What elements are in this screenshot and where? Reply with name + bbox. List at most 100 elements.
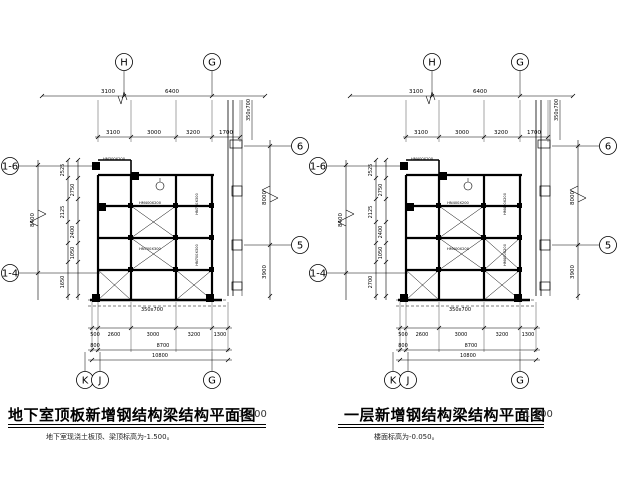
beam-label-concrete: 350x700 — [141, 307, 163, 313]
dim-text-bottom-3: 10800 — [152, 353, 168, 359]
break-mark — [261, 189, 279, 199]
beam-label-concrete: 350x700 — [449, 307, 471, 313]
steel-column — [206, 294, 214, 302]
dimension-tick — [75, 196, 81, 202]
dim-text-top-1-b: 6400 — [473, 89, 487, 95]
grid-bubble-bottom-1-label: K — [82, 376, 89, 387]
grid-bubble-bottom-2-bubble — [91, 371, 109, 389]
dim-text-right-outer-a: 8000 — [262, 191, 268, 205]
dim-text-bottom-1-d: 3200 — [188, 332, 201, 338]
dim-text-top-2-c: 3200 — [186, 130, 200, 136]
grid-bubble-right-2-bubble — [599, 236, 617, 254]
beam-label-5: HM400X200 — [503, 243, 507, 266]
dimension-tick — [343, 162, 349, 168]
dimension-tick — [383, 196, 389, 202]
dimension-tick — [209, 93, 215, 99]
dim-text-left-inner-c: 2125 — [368, 206, 374, 219]
dim-text-right-inner: 350x700 — [554, 99, 560, 121]
dim-text-left-inner-a: 2525 — [60, 164, 66, 177]
break-mark — [123, 91, 128, 101]
plan-1-scale: 1:100 — [238, 409, 267, 420]
steel-bracing — [483, 237, 521, 271]
dim-text-left-inner-d: 2400 — [378, 226, 384, 239]
steel-column-small — [128, 203, 133, 208]
plan-1-title-underline-2 — [8, 427, 266, 428]
beam-label-5: HN700X300 — [195, 244, 199, 266]
dim-text-bottom-1-d: 3200 — [496, 332, 509, 338]
grid-bubble-left-1-bubble — [1, 157, 19, 175]
grid-bubble-bottom-3-label: G — [208, 376, 216, 387]
break-mark — [337, 213, 355, 223]
beam-label-3: HM400X200 — [503, 192, 507, 215]
grid-bubble-right-1-bubble — [599, 137, 617, 155]
steel-bracing — [130, 205, 177, 239]
dim-text-top-2-b: 3000 — [455, 130, 469, 136]
dimension-tick — [262, 93, 268, 99]
dimension-tick — [373, 240, 379, 246]
steel-bracing — [438, 237, 485, 271]
grid-bubble-right-2-label: 5 — [605, 241, 611, 252]
grid-bubble-left-2-bubble — [1, 264, 19, 282]
plan-2-scale: 1:100 — [524, 409, 553, 420]
dim-text-left-outer: 8400 — [30, 213, 36, 227]
dimension-tick — [383, 157, 389, 163]
grid-bubble-left-2-bubble — [309, 264, 327, 282]
dimension-tick — [75, 219, 81, 225]
steel-bracing — [438, 205, 485, 239]
dimension-tick — [517, 93, 523, 99]
dim-text-top-2-a: 3100 — [106, 130, 120, 136]
steel-column-small — [481, 203, 486, 208]
dimension-tick — [75, 175, 81, 181]
dimension-tick — [383, 293, 389, 299]
plan-2-note: 楼面标高为-0.050。 — [374, 433, 439, 441]
steel-column-small — [517, 267, 522, 272]
dim-text-bottom-1-a: 500 — [90, 332, 100, 338]
grid-bubble-right-2-label: 5 — [297, 241, 303, 252]
break-mark — [269, 197, 279, 203]
grid-bubble-top-1-bubble — [115, 53, 133, 71]
break-mark — [428, 91, 433, 105]
steel-column-small — [481, 267, 486, 272]
steel-column — [92, 162, 100, 170]
steel-column-small — [517, 235, 522, 240]
steel-column-small — [128, 235, 133, 240]
steel-column-small — [517, 203, 522, 208]
dim-text-left-inner-c: 2125 — [60, 206, 66, 219]
dim-text-top-2-d: 1700 — [219, 130, 233, 136]
dimension-tick — [225, 347, 231, 353]
dimension-tick — [75, 157, 81, 163]
steel-column-small — [436, 267, 441, 272]
dim-text-top-1-a: 3100 — [409, 89, 423, 95]
section-marker — [155, 181, 165, 191]
steel-column-small — [209, 267, 214, 272]
steel-column-small — [209, 203, 214, 208]
dimension-tick — [267, 293, 273, 299]
steel-bracing — [130, 237, 177, 271]
dimension-tick — [373, 175, 379, 181]
dim-text-bottom-2-a: 800 — [90, 343, 100, 349]
grid-bubble-bottom-2-label: J — [406, 376, 410, 387]
break-mark — [345, 209, 355, 215]
steel-bracing — [405, 269, 440, 301]
grid-bubble-top-2-label: G — [516, 58, 524, 69]
steel-column — [98, 203, 106, 211]
wall-column — [539, 281, 551, 291]
steel-column-small — [436, 203, 441, 208]
dimension-tick — [373, 219, 379, 225]
dimension-tick — [65, 259, 71, 265]
grid-bubble-left-1-label: 1-6 — [2, 162, 18, 173]
steel-column — [514, 294, 522, 302]
wall-column — [539, 239, 551, 251]
beam-label-3: HN700X300 — [195, 193, 199, 215]
dimension-tick — [75, 293, 81, 299]
dimension-tick — [65, 157, 71, 163]
steel-column-small — [209, 235, 214, 240]
grid-bubble-right-1-bubble — [291, 137, 309, 155]
dimension-tick — [65, 196, 71, 202]
dim-text-bottom-1-c: 3000 — [455, 332, 468, 338]
wall-column — [231, 239, 243, 251]
plan-1-note: 地下室现浇土板顶、梁顶标高为-1.500。 — [46, 433, 174, 441]
steel-column-small — [173, 203, 178, 208]
